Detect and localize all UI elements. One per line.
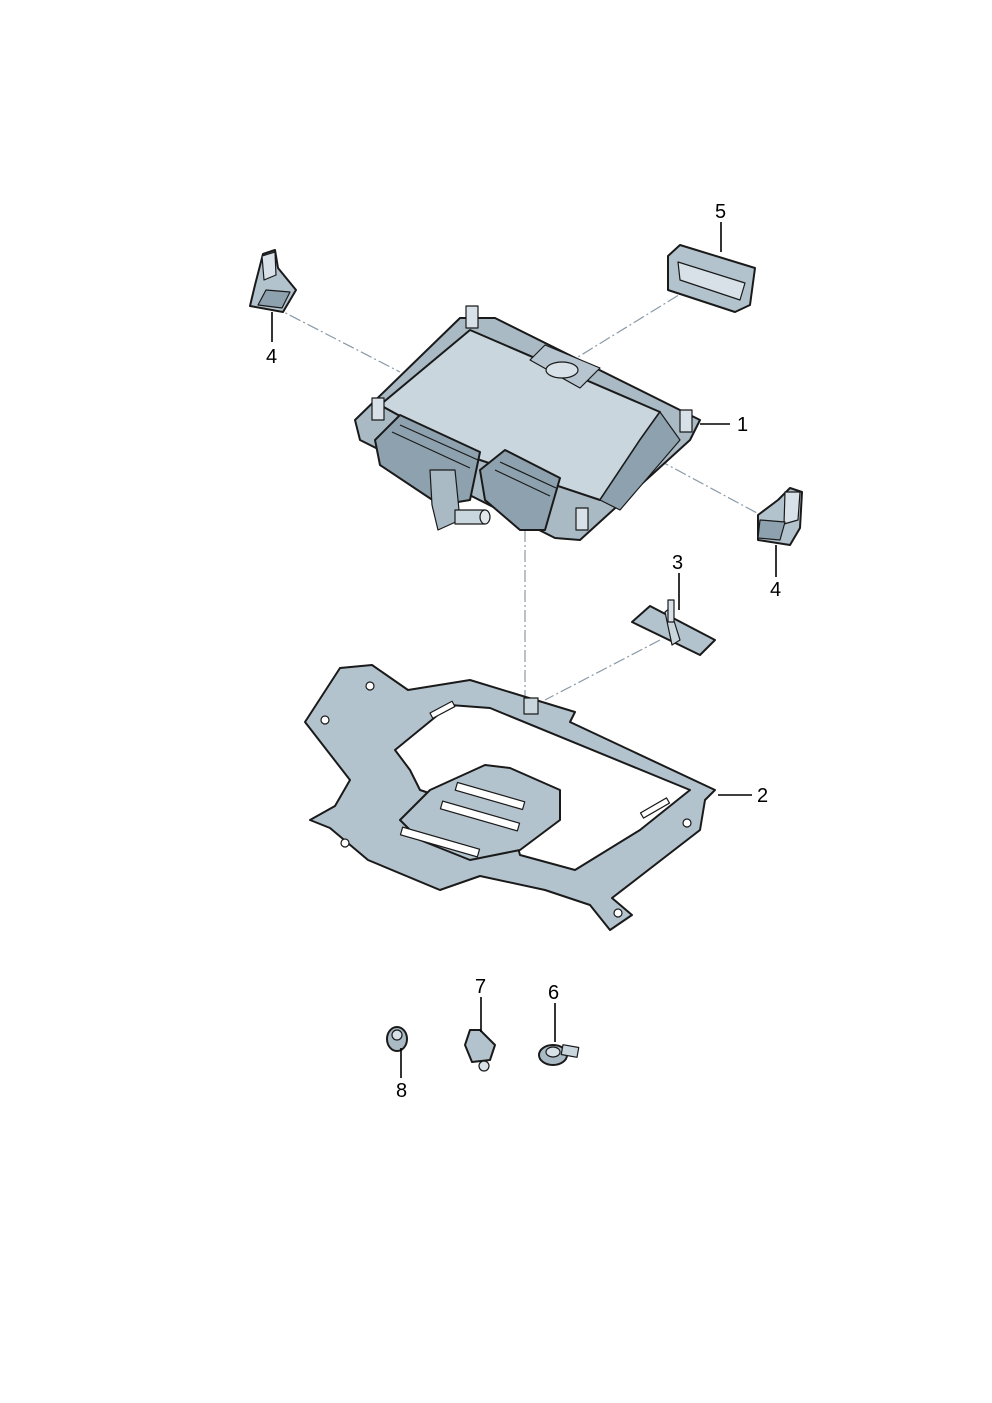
- callout-5: 5: [715, 201, 726, 223]
- callout-1: 1: [737, 414, 748, 436]
- callout-6: 6: [548, 982, 559, 1004]
- leader-lines: [271, 222, 777, 1078]
- control-unit-part-1: [354, 305, 701, 541]
- callout-4-left: 4: [266, 346, 277, 368]
- callout-3: 3: [672, 552, 683, 574]
- cap-part-5: [667, 244, 756, 313]
- bolt-part-6: [538, 1044, 580, 1066]
- retaining-clip-part-4-right: [757, 487, 803, 546]
- clip-part-3: [631, 599, 716, 656]
- nut-part-8: [386, 1026, 408, 1052]
- callout-8: 8: [396, 1080, 407, 1102]
- callout-7: 7: [475, 976, 486, 998]
- callout-labels: 1 2 3 4 4 5 6 7 8: [266, 201, 781, 1102]
- callout-2: 2: [757, 785, 768, 807]
- retaining-clip-part-4-left: [249, 249, 297, 313]
- callout-4-right: 4: [770, 579, 781, 601]
- mounting-bracket-part-2: [304, 664, 716, 931]
- expanding-clip-part-7: [464, 1029, 496, 1072]
